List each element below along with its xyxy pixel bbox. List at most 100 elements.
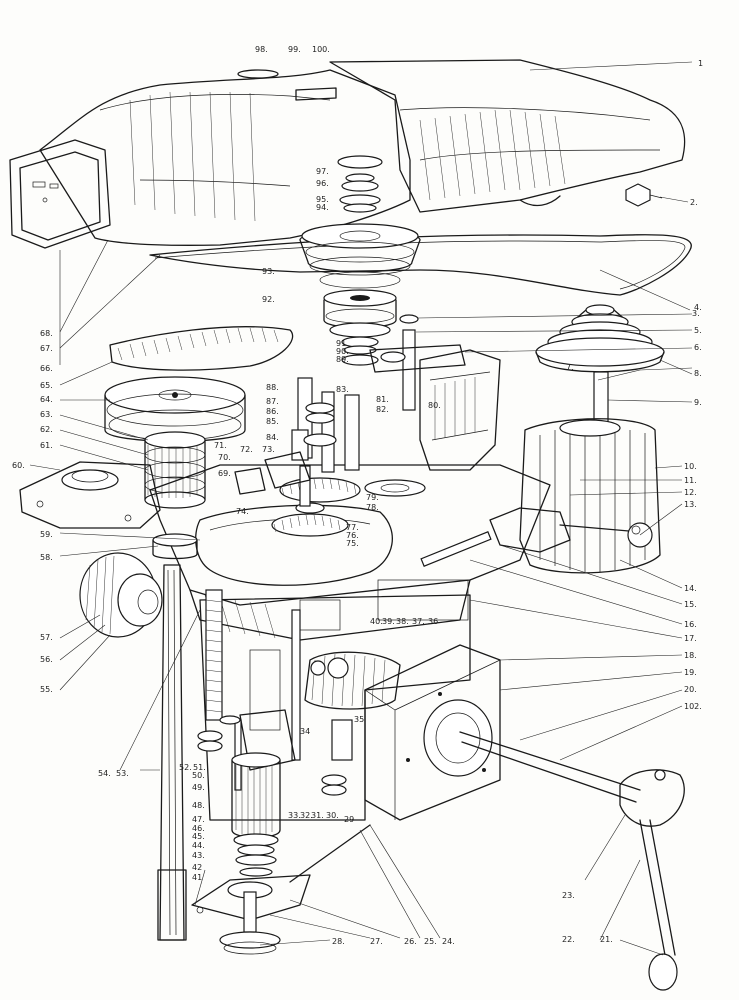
label-79: 79. [366,493,379,502]
depth-collar [321,719,353,796]
label-67: 67. [40,344,53,353]
label-69: 69. [218,469,231,478]
label-78: 78. [366,503,379,512]
label-45: 45. [192,832,205,841]
label-62: 62. [40,425,53,434]
feed-gearbox [364,644,501,821]
label-84: 84. [266,433,279,442]
label-46: 46. [192,824,205,833]
label-53: 53. [116,769,129,778]
label-72: 72. [240,445,253,454]
spindle-shafts [234,377,360,495]
label-3: 3. [692,309,700,318]
bearings [197,715,241,752]
label-102: 102. [684,702,702,711]
label-38: 38. [396,617,409,626]
label-40: 40. [370,617,383,626]
label-70: 70. [218,453,231,462]
leader-lines [29,61,693,956]
label-11: 11. [684,476,697,485]
label-80: 80. [428,401,441,410]
label-99: 98. [255,45,268,54]
label-28: 28. [332,937,345,946]
left-motor-flange [79,552,163,638]
label-4: 4. [694,303,702,312]
spacer-washer [399,314,419,324]
label-29: 29 [344,815,354,824]
label-65: 65. [40,381,53,390]
label-21: 21. [600,935,613,944]
label-17: 17. [684,634,697,643]
label-25: 25. [424,937,437,946]
label-26: 26. [404,937,417,946]
label-44: 44. [192,841,205,850]
head-casting [149,344,551,641]
stop-rod [289,824,371,883]
guard-clip [295,87,337,101]
cover-bolt [625,183,663,207]
label-12: 12. [684,488,697,497]
label-57: 57. [40,633,53,642]
label-86: 86. [266,407,279,416]
label-24: 24. [442,937,455,946]
label-100: 99. [288,45,301,54]
belt-guard-cover [39,59,686,246]
right-step-pulley [535,304,665,373]
label-35: 35 [354,715,364,724]
label-13: 13. [684,500,697,509]
label-9: 9. [694,398,702,407]
label-15: 15. [684,600,697,609]
label-37: 37. [412,617,425,626]
motor-shaft [593,371,609,425]
motor-end-housing [9,139,111,249]
label-87: 87. [266,397,279,406]
spindle [157,564,187,941]
spindle-pulley-stack [299,155,421,366]
label-85: 85. [266,417,279,426]
label-49: 49. [192,783,205,792]
label-76: 76. [346,531,359,540]
label-48: 48. [192,801,205,810]
label-58: 58. [40,553,53,562]
label-6: 6. [694,343,702,352]
label-74: 74. [236,507,249,516]
label-82: 82. [376,405,389,414]
label-47: 47. [192,815,205,824]
label-18: 18. [684,651,697,660]
label-43: 43. [192,851,205,860]
label-36: 36 [428,617,438,626]
label-30: 30. [326,811,339,820]
label-77: 77. [346,523,359,532]
label-7: 7. [566,363,574,372]
label-60: 60. [12,461,25,470]
motor-bracket [19,461,161,529]
label-95: 95. [316,195,329,204]
label-1: 1 [698,59,703,68]
label-51: 51. [193,763,206,772]
label-52: 52. [179,763,192,772]
label-91: 91. [336,339,349,348]
label-56: 56. [40,655,53,664]
label-23: 23. [562,891,575,900]
drive-motor [519,418,661,574]
label-59: 59. [40,530,53,539]
gear-rack [420,531,492,567]
label-32: 32. [300,811,313,820]
label-75: 75. [346,539,359,548]
depth-stop-bracket [191,874,311,921]
label-90: 90. [336,347,349,356]
label-64: 64. [40,395,53,404]
gear-train [271,465,361,537]
label-94: 94. [316,203,329,212]
label-96: 96. [316,179,329,188]
label-22: 22. [562,935,575,944]
label-101: 100. [312,45,330,54]
v-belt-lower [109,326,294,371]
worm-gear-assembly [304,651,401,710]
part-labels: 98. 99. 100. 1 2. 3. 4. 5. 6. 7. 8. 9. 1… [12,45,703,946]
label-39: 39. [382,617,395,626]
label-73: 73. [262,445,275,454]
label-19: 19. [684,668,697,677]
